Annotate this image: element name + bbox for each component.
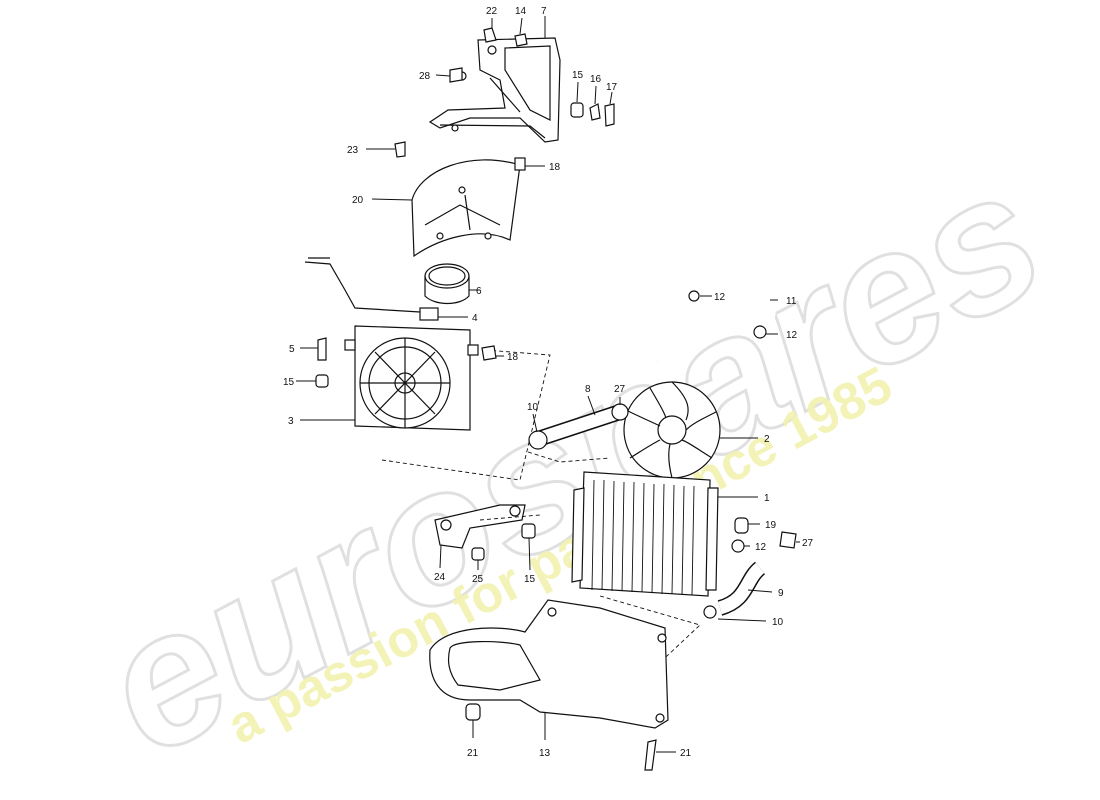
callout-14: 14	[515, 6, 527, 17]
callout-7: 7	[541, 6, 547, 17]
callout-18-top: 18	[549, 162, 561, 173]
leader-lines	[296, 16, 800, 753]
callout-4: 4	[472, 313, 478, 324]
dashed-guide-fan	[381, 349, 551, 481]
callout-27-mid: 27	[614, 384, 626, 395]
callout-10-right: 10	[772, 617, 784, 628]
callout-16: 16	[590, 74, 602, 85]
part-4-temperature-sensor	[304, 257, 439, 321]
callout-3: 3	[288, 416, 294, 427]
part-15-grommet-lower	[521, 523, 536, 539]
callout-26: 25	[472, 574, 484, 585]
callout-24: 21	[467, 748, 479, 759]
part-2-radiator-fan	[623, 381, 721, 479]
callout-15-low: 15	[524, 574, 536, 585]
callout-18-mid: 18	[507, 352, 519, 363]
callout-25: 24	[434, 572, 446, 583]
part-27-clip-right	[779, 531, 797, 549]
part-1-radiator	[571, 471, 719, 597]
part-9-lower-hose	[703, 561, 766, 619]
part-25-bracket	[434, 504, 526, 549]
part-18-clip	[481, 345, 497, 361]
callout-8: 8	[585, 384, 591, 395]
callout-21: 21	[680, 748, 692, 759]
part-24-plug	[465, 703, 481, 721]
part-6-hose-ring	[424, 263, 470, 305]
callout-17: 17	[606, 82, 618, 93]
dashed-guide-bracket	[479, 514, 541, 521]
callout-12-top: 12	[714, 292, 726, 303]
parts-15-16-17-fasteners	[483, 27, 615, 127]
callout-10-left: 10	[527, 402, 539, 413]
callout-12-low: 12	[755, 542, 767, 553]
part-13-air-duct	[429, 599, 669, 729]
part-12-clamp-right	[731, 539, 745, 553]
part-11-coolant-hose	[646, 290, 776, 365]
part-3-fan-housing	[344, 325, 479, 431]
callout-28: 28	[419, 71, 431, 82]
part-5-bolt	[317, 337, 327, 361]
part-7-mounting-bracket	[428, 37, 561, 143]
part-20-fan-shroud	[411, 157, 526, 258]
part-15-grommet-left	[315, 374, 329, 388]
part-8-short-hose	[528, 403, 629, 450]
callout-23: 23	[347, 145, 359, 156]
part-26-nut	[471, 547, 485, 561]
callout-15-top: 15	[572, 70, 584, 81]
callout-5: 5	[289, 344, 295, 355]
callout-labels: 22 14 7 28 15 16 17 23 18 20 6 4 5 15 3 …	[283, 6, 814, 759]
part-19-cap	[734, 517, 749, 534]
part-23-screw	[394, 141, 406, 158]
dashed-guide-hose	[527, 451, 611, 463]
part-21-screw	[644, 739, 657, 771]
callout-2: 2	[764, 434, 770, 445]
callout-9: 9	[778, 588, 784, 599]
callout-19: 19	[765, 520, 777, 531]
callout-11: 11	[786, 296, 797, 307]
callout-15-left: 15	[283, 377, 295, 388]
callout-12-mid: 12	[786, 330, 798, 341]
callout-13: 13	[539, 748, 551, 759]
callout-20: 20	[352, 195, 364, 206]
callout-6: 6	[476, 286, 482, 297]
callout-27-right: 27	[802, 538, 814, 549]
callout-1: 1	[764, 493, 770, 504]
callout-22: 22	[486, 6, 498, 17]
part-28-nut	[449, 67, 463, 83]
